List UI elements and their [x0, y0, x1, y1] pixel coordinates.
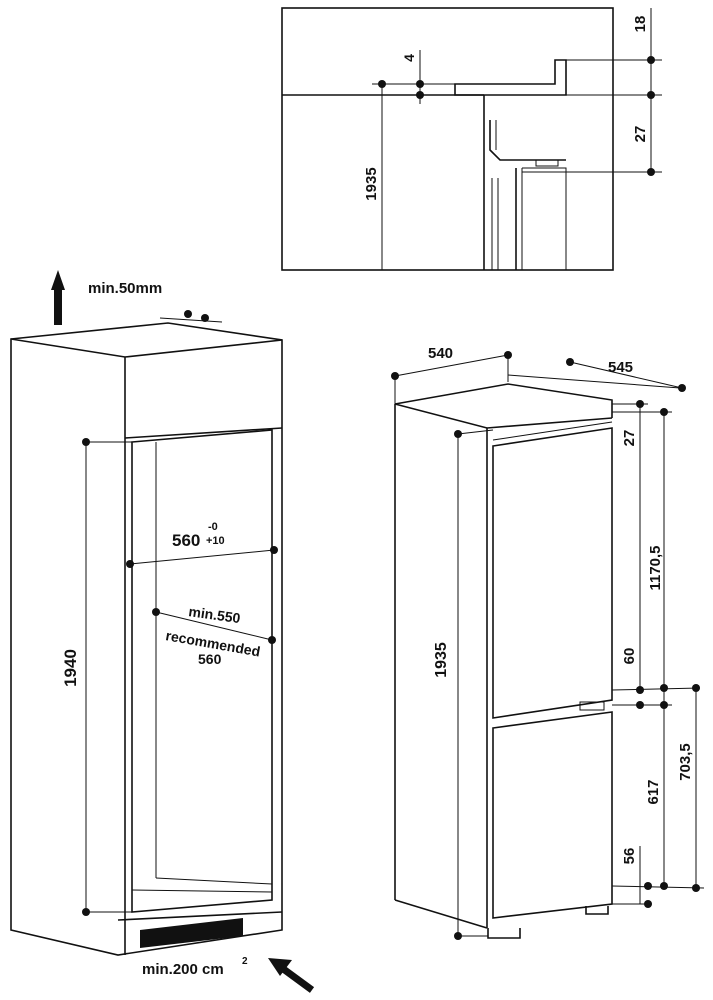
vent-arrow-head	[268, 958, 292, 976]
dim-1935-detail-label: 1935	[363, 167, 380, 200]
dim-dot	[660, 684, 668, 692]
appliance-top-edge	[394, 403, 613, 429]
appliance-foot-front	[487, 928, 521, 939]
dim-540-label: 540	[428, 345, 453, 362]
ventilation-sup: 2	[242, 956, 248, 967]
dim-dot	[644, 882, 652, 890]
dim-dot	[82, 438, 90, 446]
dim-upper-door-label: 1170,5	[647, 545, 664, 590]
hinge-block	[535, 159, 559, 167]
dim-560-tol-plus: +10	[206, 535, 225, 547]
dim-617-label: 617	[645, 779, 662, 804]
dim-depth-min-label: min.550	[188, 603, 242, 626]
dim-703-label: 703,5	[677, 743, 694, 781]
upper-door	[492, 427, 613, 719]
mid-hinge	[579, 701, 605, 711]
dim-1940-label: 1940	[61, 649, 80, 687]
dim-dot	[268, 636, 276, 644]
dim-56-label: 56	[621, 848, 638, 865]
appliance-foot-rear	[585, 906, 609, 915]
ventilation-grille	[140, 918, 243, 948]
dim-dot	[692, 884, 700, 892]
dim-ext-line	[507, 374, 681, 389]
dim-dot	[647, 91, 655, 99]
dim-560-line	[129, 549, 275, 565]
dim-4-label: 4	[401, 54, 417, 62]
appliance-base-edge	[394, 899, 488, 929]
cabinet-shelf-top	[124, 427, 283, 439]
niche-plinth-line	[131, 889, 273, 893]
dim-545-line	[569, 361, 683, 389]
lower-door	[492, 711, 613, 919]
upper-door-hinge	[492, 421, 613, 441]
dim-dot	[152, 608, 160, 616]
dim-dot	[126, 560, 134, 568]
dim-545-label: 545	[608, 359, 633, 376]
niche-inner-floor	[155, 877, 273, 885]
plinth-top	[117, 911, 283, 921]
min-gap-line	[159, 317, 223, 323]
dim-dot	[660, 408, 668, 416]
dim-18-label: 18	[632, 16, 649, 33]
ventilation-label: min.200 cm	[142, 961, 224, 978]
dim-560-label: 560	[172, 531, 200, 550]
dim-dot	[678, 384, 686, 392]
dim-27-detail-label: 27	[632, 126, 649, 143]
dim-dot	[660, 882, 668, 890]
dim-dot	[636, 686, 644, 694]
dim-dot	[82, 908, 90, 916]
appliance-view: 540 545 1935 27	[391, 345, 705, 940]
door-panel	[522, 167, 567, 270]
vent-arrow-shaft	[279, 965, 315, 993]
top-detail-view: 1935 4 18 27	[281, 7, 662, 271]
dim-ext-line	[611, 885, 705, 889]
top-bracket	[454, 59, 567, 96]
dim-27-label: 27	[621, 430, 638, 447]
dim-ext-line	[611, 687, 701, 691]
airflow-up-arrow-shaft	[54, 289, 62, 325]
dim-1935-label: 1935	[433, 642, 450, 678]
cabinet-top-edge	[10, 338, 283, 358]
dim-dot	[636, 701, 644, 709]
hinge-profile	[489, 120, 566, 161]
detail-frame	[281, 7, 614, 271]
dim-dot	[636, 400, 644, 408]
dim-540-line	[394, 354, 509, 377]
dim-60-label: 60	[621, 648, 638, 665]
dim-dot	[416, 91, 424, 99]
dim-dot	[270, 546, 278, 554]
dim-dot	[647, 56, 655, 64]
appliance-top	[394, 383, 613, 418]
dim-depth-line	[155, 611, 273, 641]
airflow-up-arrow-head	[51, 270, 65, 290]
dim-dot	[416, 80, 424, 88]
dim-depth-rec-value: 560	[198, 651, 222, 667]
dim-dot	[644, 900, 652, 908]
niche-opening	[131, 429, 273, 913]
dim-dot	[566, 358, 574, 366]
cabinet-outline	[10, 322, 283, 956]
dim-560-tol-minus: -0	[208, 521, 218, 533]
niche-view: min.50mm 1940 560 -0 +10 m	[10, 270, 315, 993]
dim-dot	[201, 314, 209, 322]
dim-dot	[647, 168, 655, 176]
min-gap-label: min.50mm	[88, 280, 162, 297]
dim-dot	[184, 310, 192, 318]
dim-ext-line	[457, 429, 494, 435]
